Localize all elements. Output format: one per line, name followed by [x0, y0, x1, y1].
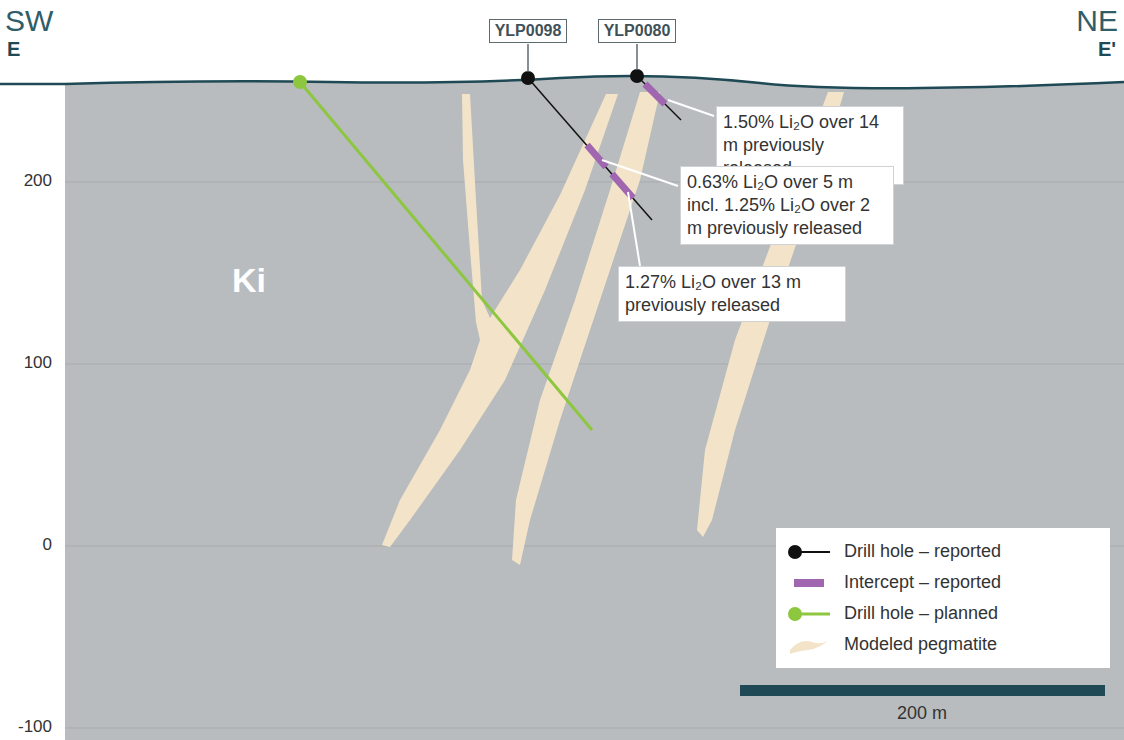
- collar-dot: [630, 69, 644, 83]
- direction-label: NE: [1076, 4, 1118, 37]
- elevation-tick: 200: [24, 172, 52, 191]
- legend-swatch: [786, 572, 832, 594]
- legend-row: Drill hole – planned: [786, 598, 1100, 629]
- planned-hole: [300, 82, 592, 430]
- hole-tag: YLP0080: [598, 19, 677, 43]
- intercept-callout: 0.63% Li₂O over 5 m incl. 1.25% Li₂O ove…: [680, 166, 894, 245]
- callout-text: 1.27% Li₂O over 13 m previously released: [625, 271, 839, 317]
- legend-text: Drill hole – reported: [844, 541, 1001, 562]
- legend-icon: [786, 634, 832, 656]
- drill-hole: [528, 78, 652, 220]
- section-end: E': [1098, 38, 1116, 60]
- host-rock: [65, 76, 1124, 740]
- collar-dot: [521, 71, 535, 85]
- legend-row: Drill hole – reported: [786, 536, 1100, 567]
- legend-icon: [786, 541, 832, 563]
- legend-text: Intercept – reported: [844, 572, 1001, 593]
- legend-icon: [786, 572, 832, 594]
- legend-swatch: [786, 541, 832, 563]
- legend-text: Modeled pegmatite: [844, 634, 997, 655]
- legend-swatch: [786, 634, 832, 656]
- tag-stems: [528, 44, 637, 72]
- intercepts: [587, 84, 665, 198]
- scale-label: 200 m: [897, 704, 947, 724]
- legend-swatch: [786, 603, 832, 625]
- unit-label: Ki: [232, 262, 266, 299]
- elevation-tick: 0: [43, 536, 52, 555]
- direction-label: SW: [5, 4, 53, 37]
- legend-row: Modeled pegmatite: [786, 629, 1100, 660]
- section-end: E: [7, 38, 20, 60]
- intercept-callout: 1.27% Li₂O over 13 m previously released: [618, 266, 846, 322]
- scale-bar: [740, 685, 1105, 696]
- callout-text: YLP0080: [604, 21, 671, 41]
- callout-text: 0.63% Li₂O over 5 m incl. 1.25% Li₂O ove…: [687, 171, 887, 240]
- legend-box: Drill hole – reportedIntercept – reporte…: [776, 528, 1110, 668]
- drill-hole: [637, 76, 681, 120]
- elevation-tick: -100: [18, 718, 52, 737]
- elevation-tick: 100: [24, 354, 52, 373]
- legend-icon: [786, 603, 832, 625]
- hole-tag: YLP0098: [489, 19, 568, 43]
- legend-text: Drill hole – planned: [844, 603, 998, 624]
- callout-text: YLP0098: [495, 21, 562, 41]
- collar-dot: [293, 75, 307, 89]
- ground-surface: [0, 76, 1124, 88]
- legend-row: Intercept – reported: [786, 567, 1100, 598]
